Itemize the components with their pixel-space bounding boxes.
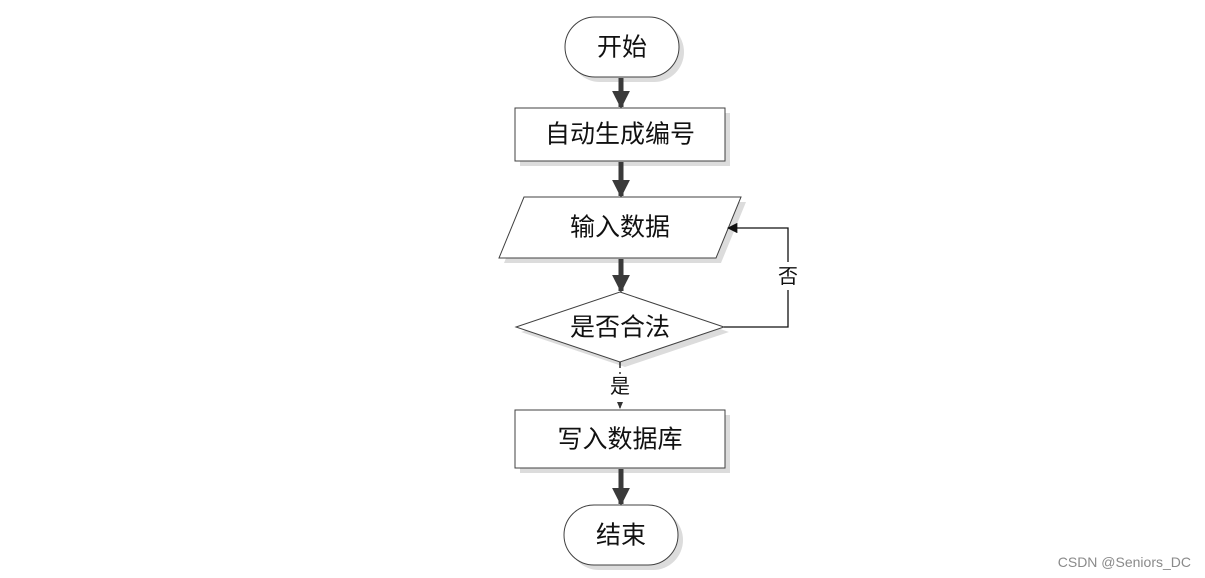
write-db-node: 写入数据库 [514,409,730,473]
write-db-label: 写入数据库 [557,425,682,454]
start-label: 开始 [597,33,647,62]
is-valid-label: 是否合法 [570,313,670,342]
generate-id-node: 自动生成编号 [514,107,730,166]
watermark: CSDN @Seniors_DC [1057,554,1191,570]
is-valid-node: 是否合法 [514,291,729,367]
edge-decision-yes-arrowhead [617,402,623,409]
start-node: 开始 [564,16,684,82]
generate-id-label: 自动生成编号 [545,120,695,149]
end-node: 结束 [563,504,683,570]
input-data-node: 输入数据 [498,196,746,263]
input-data-label: 输入数据 [570,213,670,242]
edge-label-yes: 是 [610,374,630,398]
end-label: 结束 [596,521,646,550]
edge-label-no: 否 [778,264,798,288]
